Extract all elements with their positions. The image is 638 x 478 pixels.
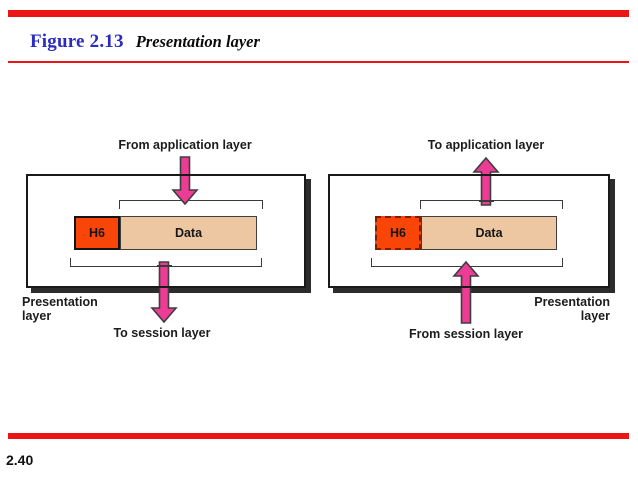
- slide-title: Figure 2.13 Presentation layer: [30, 31, 260, 53]
- bracket-line-over-arrow: [157, 265, 172, 267]
- box-edge-over-arrow: [457, 286, 474, 288]
- box-edge-over-arrow: [478, 174, 495, 176]
- h6-header-box-left: H6: [74, 216, 120, 250]
- side-label-line2: layer: [22, 309, 52, 323]
- to-application-label: To application layer: [427, 138, 545, 152]
- data-bracket-top-left: [119, 200, 263, 209]
- figure-title: Presentation layer: [135, 32, 260, 51]
- from-application-label: From application layer: [118, 138, 252, 152]
- arrow-from-application-icon: [171, 156, 199, 206]
- to-session-label: To session layer: [113, 326, 211, 340]
- side-label-line2: layer: [580, 309, 610, 323]
- arrow-to-application-icon: [472, 156, 500, 206]
- arrow-to-session-icon: [150, 261, 178, 324]
- side-label-line1: Presentation: [22, 295, 98, 309]
- data-box-right: Data: [421, 216, 557, 250]
- box-edge-over-arrow: [177, 174, 194, 176]
- data-box-left: Data: [120, 216, 257, 250]
- h6-header-box-right: H6: [375, 216, 421, 250]
- side-label-line1: Presentation: [534, 295, 610, 309]
- page-number: 2.40: [6, 452, 34, 468]
- bottom-accent-bar: [8, 433, 629, 439]
- top-accent-bar: [8, 10, 629, 17]
- arrow-from-session-icon: [452, 260, 480, 324]
- figure-label: Figure 2.13: [30, 31, 124, 52]
- box-edge-over-arrow: [156, 286, 173, 288]
- bracket-line-over-arrow: [479, 200, 494, 202]
- presentation-layer-label-right: Presentation layer: [470, 295, 610, 323]
- from-session-label: From session layer: [409, 327, 523, 341]
- presentation-layer-label-left: Presentation layer: [22, 295, 132, 323]
- title-rule: [8, 61, 629, 63]
